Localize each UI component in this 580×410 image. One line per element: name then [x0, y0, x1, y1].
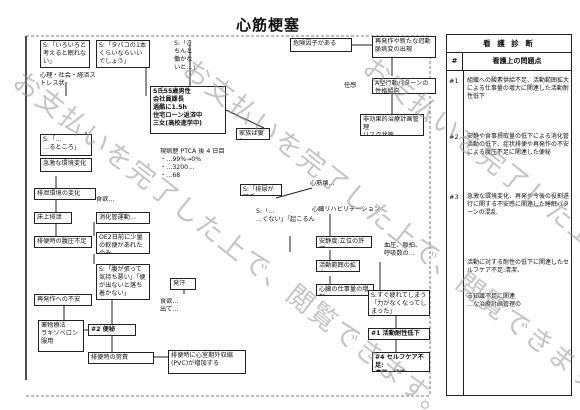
- myocardial-fragment: 心筋壊…: [310, 180, 335, 187]
- worry-note: S:「… …くない」「起こるん: [256, 208, 315, 224]
- appetite-fragment: 食欲…: [96, 196, 115, 203]
- box-ineffective-management: 非効果的治療計画管理 リスク状態: [360, 114, 424, 136]
- box-fatigue-quote: S:すぐ疲れてしまう「力がなくなってしまった」: [368, 290, 430, 316]
- box-straining: 排便時の努責: [88, 352, 154, 364]
- box-risk-factor: 危険因子がある: [290, 38, 352, 52]
- box-family: 家族は妻1…: [236, 128, 270, 140]
- box-soft-stool: OE2日前に少量の軟便があれたのみ: [96, 232, 150, 254]
- panel-label-col: 看護上の問題点: [492, 57, 542, 65]
- diag-num-1: #1: [449, 77, 459, 85]
- diag-num-2: #2: [449, 133, 459, 141]
- box-bloating-quote: S:「腹が張って気持ち悪い」「便が出ないと落ち着かない」: [96, 264, 150, 300]
- box-recurrence: 再発作や新たな冠動脈病変の出現: [372, 36, 436, 58]
- box-environment-change: 急激な環境変化: [40, 158, 92, 172]
- box-selfcare-deficit: #4 セルフケア不足: 清潔、排泄: [372, 352, 430, 372]
- box-patient-profile: S氏55歳男性 会社員課長 過酷に1.5h 住宅ローン返済中 三女(高校進学中): [150, 86, 226, 134]
- panel-header: 看 護 診 断: [447, 35, 571, 53]
- box-activity-intolerance: #1 活動耐性低下: [368, 328, 430, 340]
- work-quote-fragment: S:「きちんと働かないと…」: [174, 40, 198, 72]
- diag-text-4: 活動に対する耐性の低下に関連したセルフケア不足:清潔、: [467, 259, 570, 275]
- box-excretion-env: 排泄環境の変化: [34, 188, 96, 200]
- appetite-fragment-2: 食欲… 出て…: [160, 298, 179, 314]
- box-pvc: 排便時に心室期外収縮(PVC)が増加する: [168, 350, 246, 374]
- box-medication: 薬物療法 ラキソベロン 服用: [38, 320, 84, 352]
- diag-text-1: 組織への酸素供給不足、活動範囲拡大による仕事量の増大に関連した活動耐性低下: [467, 77, 570, 101]
- vitals-note: 血圧、脈拍、 呼吸数の…: [384, 242, 422, 258]
- box-quote-left: S:「… …るところ」: [40, 134, 92, 156]
- box-low-pressure: 排便時の腹圧不足: [34, 236, 92, 248]
- panel-subheader: # 看護上の問題点: [447, 53, 571, 71]
- cardiac-rehab-label: 心臓リハビリテーション: [312, 206, 380, 213]
- box-cardiac-workload: 心臓の仕事量の増加: [316, 284, 374, 296]
- diag-text-2: 安静や食事摂取量の低下による消化管活動の低下、症状排便や再発作の不安による腹圧不…: [467, 133, 570, 157]
- box-type-a: A型行動パターンの性格傾向: [372, 78, 436, 94]
- diag-text-5: る知識不足に関連 …な治療計画管理の: [467, 293, 522, 309]
- page-title: 心筋梗塞: [236, 16, 301, 34]
- stress-label: 心理・社会・経済ストレス状: [40, 72, 96, 88]
- nursing-diagnosis-panel: 看 護 診 断 # 看護上の問題点 #1 組織への酸素供給不足、活動範囲拡大によ…: [446, 34, 572, 396]
- box-anxiety-recurrence: 再発作への不安: [34, 294, 92, 306]
- panel-num-col: #: [447, 53, 463, 70]
- history-note: 現病歴 PTCA 後 4 日目 ・…99%→0% ・…3200… ・…68: [160, 148, 225, 180]
- box-urination-quote: S:「排尿が苦手」: [240, 184, 282, 196]
- box-bed-excretion: 床上排泄: [34, 212, 72, 224]
- panel-divider: [463, 71, 464, 395]
- box-activity-expansion: 活動範囲の拡大: [316, 260, 360, 272]
- diag-text-3: 急激な環境変化、再発や今後の役割遂行に関する不安感に関連した睡眠パターンの混乱: [467, 193, 570, 217]
- responsibility-fragment: 任感: [344, 82, 357, 89]
- box-gi-motility: 消化管運動…: [96, 212, 150, 224]
- box-constipation: #2 便秘: [88, 324, 136, 336]
- box-standing-permit: 安静度:立位の許可: [316, 236, 372, 248]
- box-worry-sleep: S:「いろいろと考えると眠れない」: [40, 40, 90, 68]
- box-sweating: 発汗: [170, 278, 196, 290]
- diag-num-3: #3: [449, 193, 459, 201]
- box-tobacco-quote: S:「タバコの1本くらいならいいでしょう」: [96, 40, 150, 68]
